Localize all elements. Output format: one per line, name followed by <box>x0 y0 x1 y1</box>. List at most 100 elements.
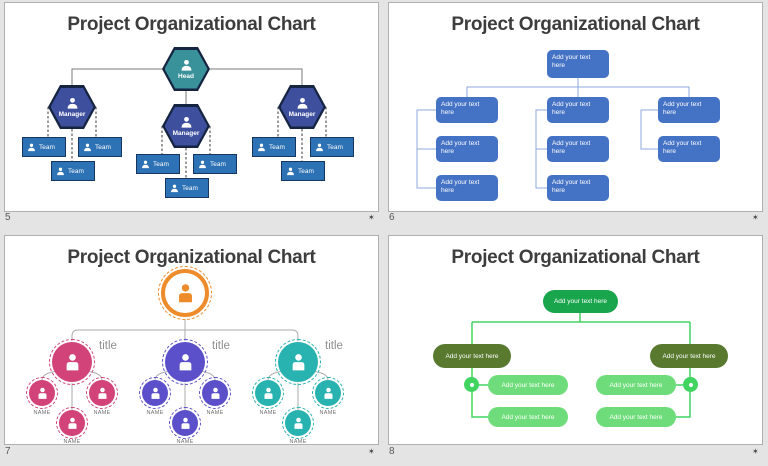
text-box: Add your text here <box>658 97 720 123</box>
name-label: NAME <box>63 439 81 445</box>
node-label: Team <box>95 143 111 151</box>
org-node-manager-2: Manager <box>162 104 210 148</box>
person-icon <box>263 387 273 399</box>
node-label: Team <box>327 143 343 151</box>
person-icon <box>179 353 191 370</box>
slide-8-thumbnail[interactable]: Project Organizational Chart Add your te… <box>388 235 763 445</box>
person-icon <box>199 160 206 168</box>
person-icon <box>293 417 303 429</box>
slide-title: Project Organizational Chart <box>451 14 700 35</box>
name-label: NAME <box>206 410 224 416</box>
org-node-team: Team <box>193 154 237 174</box>
slide-7-thumbnail[interactable]: Project Organizational Chart title <box>4 235 379 445</box>
org-node-team: Team <box>136 154 180 174</box>
person-icon <box>66 353 78 370</box>
name-label: NAME <box>319 410 337 416</box>
text-box: Add your text here <box>436 175 498 201</box>
org-node-team: Team <box>78 137 122 157</box>
person-icon <box>258 143 265 151</box>
slide-6-thumbnail[interactable]: Project Organizational Chart Add your te… <box>388 2 763 212</box>
text-pill: Add your text here <box>488 375 568 395</box>
node-label: Manager <box>288 110 316 118</box>
text-box: Add your text here <box>436 136 498 162</box>
name-label: NAME <box>33 410 51 416</box>
org-node-title-3 <box>275 339 321 385</box>
person-icon <box>292 353 304 370</box>
org-node-team: Team <box>22 137 66 157</box>
person-icon <box>28 143 35 151</box>
org-connector-lines <box>471 313 691 418</box>
person-icon <box>142 160 149 168</box>
node-label: Team <box>182 184 198 192</box>
person-icon <box>181 116 191 128</box>
org-node-title-1 <box>49 339 95 385</box>
title-label: title <box>99 340 117 352</box>
text-box: Add your text here <box>547 175 609 201</box>
org-node-name <box>56 407 88 439</box>
person-icon <box>297 97 307 109</box>
node-label: Manager <box>58 110 86 118</box>
org-node-team: Team <box>51 161 95 181</box>
text-box: Add your text here <box>547 136 609 162</box>
person-icon <box>323 387 333 399</box>
node-label: Team <box>298 167 314 175</box>
title-label: title <box>212 340 230 352</box>
text-pill: Add your text here <box>596 407 676 427</box>
org-node-name <box>282 407 314 439</box>
slide-number: 7 <box>5 446 11 457</box>
text-pill: Add your text here <box>650 344 728 368</box>
node-label: Team <box>210 160 226 168</box>
node-label: Team <box>269 143 285 151</box>
org-node-name <box>86 377 118 409</box>
person-icon <box>37 387 47 399</box>
name-label: NAME <box>93 410 111 416</box>
name-label: NAME <box>289 439 307 445</box>
org-node-team: Team <box>252 137 296 157</box>
org-node-title-2 <box>162 339 208 385</box>
org-node-name <box>252 377 284 409</box>
slide-title: Project Organizational Chart <box>451 247 700 268</box>
org-node-manager-3: Manager <box>278 85 326 129</box>
org-node-team: Team <box>310 137 354 157</box>
org-node-head: Head <box>162 47 210 91</box>
slide-number: 5 <box>5 212 11 223</box>
node-label: Manager <box>172 129 200 137</box>
animation-star-icon: ✶ <box>368 213 375 222</box>
org-connector-lines <box>416 78 690 189</box>
person-icon <box>67 417 77 429</box>
org-node-name <box>26 377 58 409</box>
person-icon <box>316 143 323 151</box>
text-box: Add your text here <box>658 136 720 162</box>
slide-number: 8 <box>389 446 395 457</box>
org-node-name <box>199 377 231 409</box>
org-node-team: Team <box>281 161 325 181</box>
person-icon <box>181 59 191 71</box>
slide-title: Project Organizational Chart <box>67 14 316 35</box>
node-label: Team <box>68 167 84 175</box>
text-box: Add your text here <box>547 97 609 123</box>
node-label: Team <box>39 143 55 151</box>
node-label: Head <box>178 72 194 80</box>
slide-number: 6 <box>389 212 395 223</box>
person-icon <box>178 283 192 302</box>
org-node-team: Team <box>165 178 209 198</box>
name-label: NAME <box>146 410 164 416</box>
node-label: Team <box>153 160 169 168</box>
slide-title: Project Organizational Chart <box>67 247 316 268</box>
person-icon <box>57 167 64 175</box>
text-pill: Add your text here <box>543 290 618 313</box>
title-label: title <box>325 340 343 352</box>
org-node-top <box>158 266 212 320</box>
animation-star-icon: ✶ <box>752 447 759 456</box>
slide-5-thumbnail[interactable]: Project Organizational Chart Head Manage… <box>4 2 379 212</box>
person-icon <box>287 167 294 175</box>
org-node-manager-1: Manager <box>48 85 96 129</box>
org-node-name <box>139 377 171 409</box>
person-icon <box>97 387 107 399</box>
person-icon <box>67 97 77 109</box>
person-icon <box>180 417 190 429</box>
person-icon <box>84 143 91 151</box>
name-label: NAME <box>259 410 277 416</box>
person-icon <box>171 184 178 192</box>
